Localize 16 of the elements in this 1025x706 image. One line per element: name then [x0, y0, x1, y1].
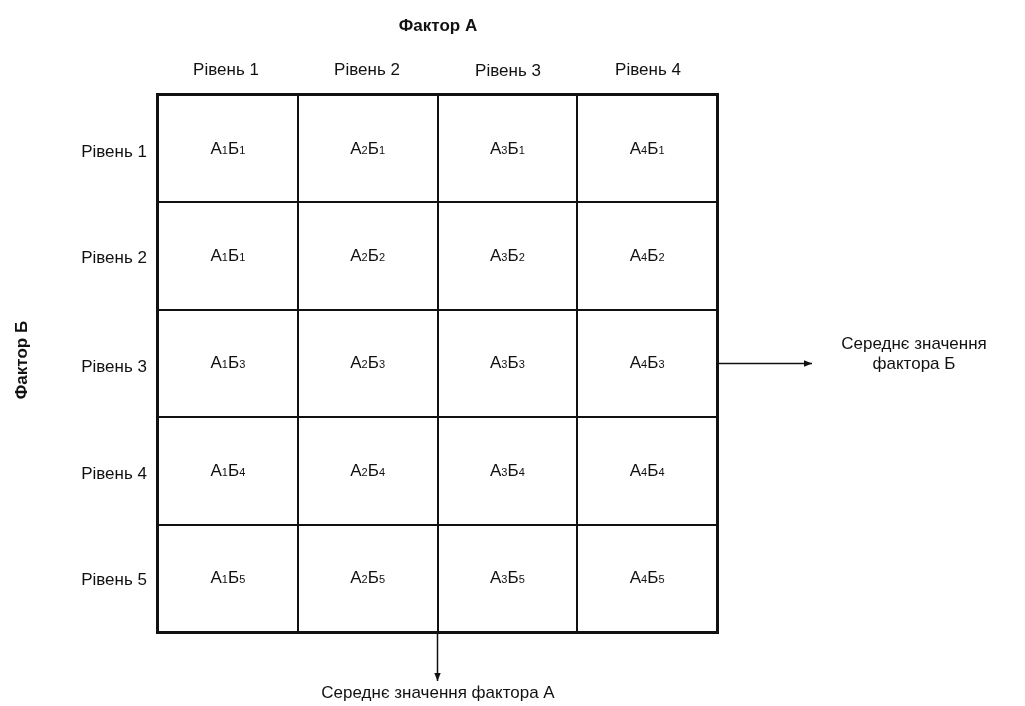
level-label: Рівень 1 [81, 142, 147, 162]
level-label: Рівень 4 [81, 464, 147, 484]
callout-text: Середнє значення фактора Б [840, 334, 988, 375]
level-label: Рівень 2 [81, 248, 147, 268]
grid-frame [156, 93, 719, 634]
callout-text: Середнє значення фактора А [320, 683, 556, 704]
level-label: Рівень 3 [475, 61, 541, 81]
arrow [434, 633, 441, 682]
axis-title: Фактор Б [12, 320, 32, 400]
level-label: Рівень 5 [81, 570, 147, 590]
level-label: Рівень 2 [334, 60, 400, 80]
axis-title: Фактор А [398, 16, 478, 36]
level-label: Рівень 1 [193, 60, 259, 80]
level-label: Рівень 4 [615, 60, 681, 80]
arrow [716, 360, 813, 367]
level-label: Рівень 3 [81, 357, 147, 377]
